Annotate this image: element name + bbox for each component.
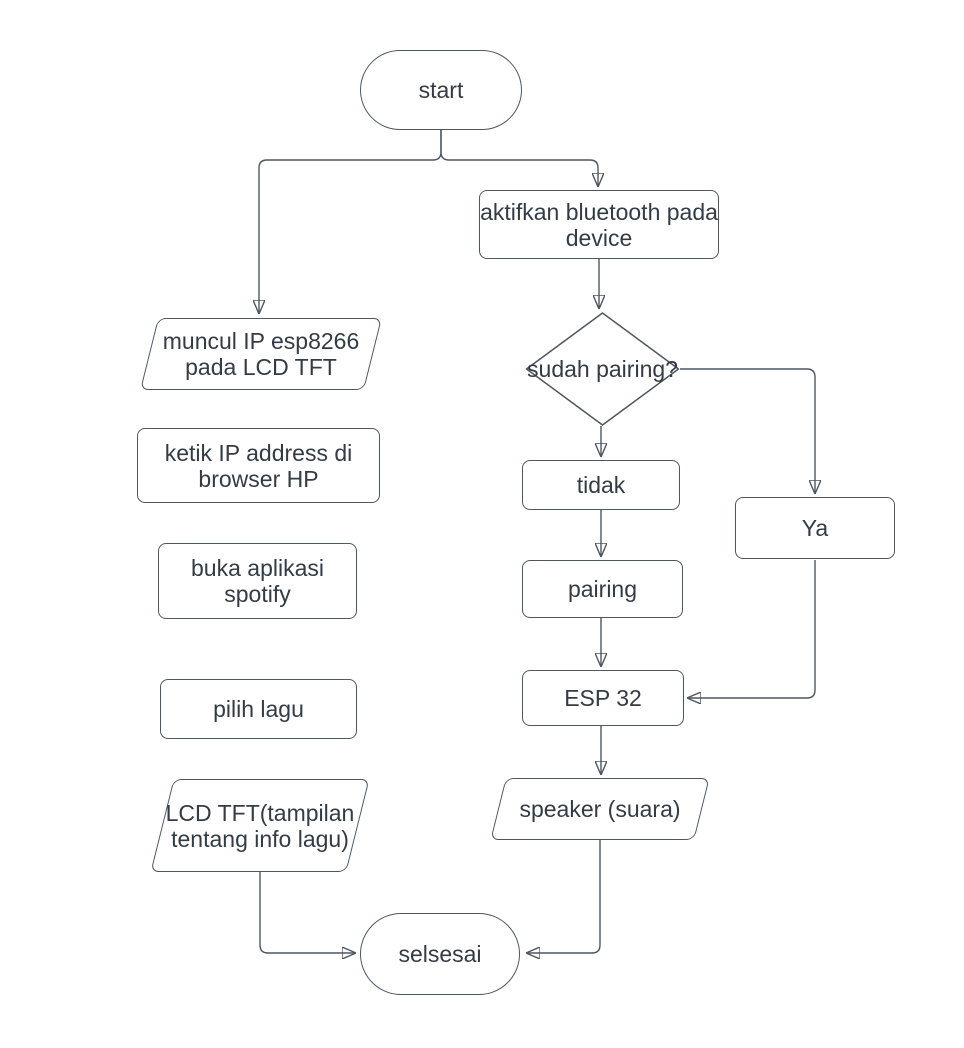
- node-buka-spotify: buka aplikasi spotify: [158, 543, 357, 619]
- node-buka-spotify-label: buka aplikasi spotify: [191, 555, 324, 607]
- node-aktifkan-bluetooth: aktifkan bluetooth pada device: [479, 190, 719, 259]
- node-ya: Ya: [735, 497, 895, 559]
- node-tidak: tidak: [522, 460, 680, 510]
- node-sudah-pairing-label: sudah pairing?: [527, 356, 678, 382]
- node-muncul-ip-label: muncul IP esp8266 pada LCD TFT: [162, 328, 360, 380]
- node-speaker: speaker (suara): [490, 778, 710, 840]
- node-pilih-lagu: pilih lagu: [160, 679, 357, 739]
- node-ketik-ip-label: ketik IP address di browser HP: [164, 439, 353, 492]
- node-ketik-ip: ketik IP address di browser HP: [137, 428, 380, 503]
- edge-speaker-selesai: [526, 840, 601, 953]
- edge-sudah-pairing-ya: [680, 368, 815, 494]
- node-start-label: start: [418, 77, 464, 103]
- node-sudah-pairing: sudah pairing?: [525, 312, 680, 426]
- node-selesai: selsesai: [360, 913, 520, 995]
- node-esp32-label: ESP 32: [564, 685, 642, 711]
- node-tidak-label: tidak: [576, 472, 626, 498]
- node-pairing-label: pairing: [567, 576, 638, 602]
- edge-ya-esp32: [687, 560, 816, 698]
- node-start: start: [360, 50, 522, 130]
- edge-start-muncul-ip: [259, 130, 442, 314]
- edge-start-aktifkan-bluetooth: [440, 130, 598, 187]
- node-speaker-label: speaker (suara): [519, 796, 681, 822]
- node-pairing: pairing: [522, 560, 683, 618]
- node-muncul-ip: muncul IP esp8266 pada LCD TFT: [140, 318, 382, 390]
- node-pilih-lagu-label: pilih lagu: [213, 696, 304, 722]
- edge-lcd-tft-selesai: [259, 872, 356, 953]
- node-aktifkan-bluetooth-label: aktifkan bluetooth pada device: [480, 198, 718, 251]
- node-esp32: ESP 32: [522, 670, 684, 726]
- diamond-shape: [525, 312, 680, 426]
- node-selesai-label: selsesai: [398, 941, 482, 967]
- node-lcd-tft: LCD TFT(tampilan tentang info lagu): [150, 779, 370, 872]
- node-ya-label: Ya: [801, 515, 829, 541]
- node-lcd-tft-label: LCD TFT(tampilan tentang info lagu): [165, 799, 355, 852]
